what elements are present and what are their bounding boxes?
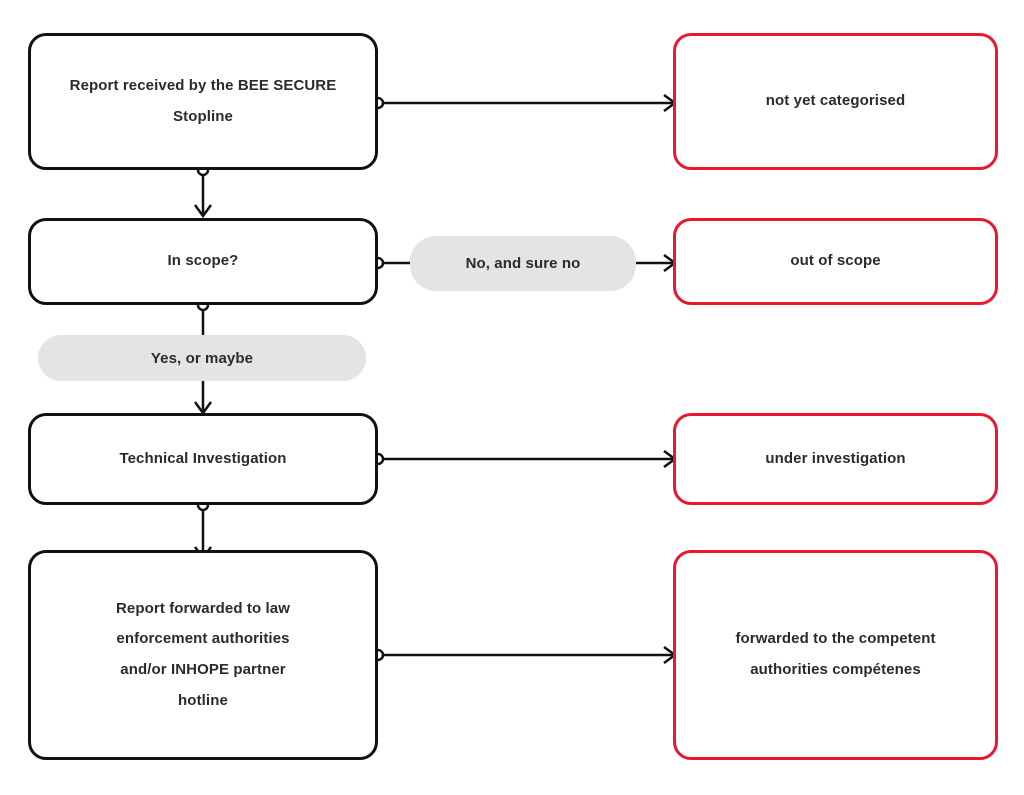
edge-label-text: No, and sure no [465, 255, 581, 272]
node-out-of-scope[interactable]: out of scope [673, 218, 998, 305]
node-technical-investigation[interactable]: Technical Investigation [28, 413, 378, 505]
node-label-line: under investigation [765, 449, 906, 467]
node-not-yet-categorised[interactable]: not yet categorised [673, 33, 998, 170]
node-label-line: Report received by the BEE SECURE [69, 76, 337, 94]
node-report-forwarded[interactable]: Report forwarded to law enforcement auth… [28, 550, 378, 760]
node-label-line: Report forwarded to law [116, 599, 290, 617]
node-label-line: not yet categorised [765, 92, 906, 110]
edge-report-forwarded-to-forwarded-competent [370, 640, 690, 670]
node-under-investigation[interactable]: under investigation [673, 413, 998, 505]
node-label-line: authorities compétenes [750, 661, 921, 678]
node-label-line: and/or INHOPE partner [120, 661, 286, 678]
edge-technical-investigation-to-under-investigation [370, 444, 690, 474]
edge-label-no-and-sure-no: No, and sure no [410, 236, 636, 291]
edge-label-text: Yes, or maybe [150, 349, 254, 367]
node-label-line: out of scope [790, 252, 881, 270]
node-label-line: Stopline [173, 107, 233, 125]
node-in-scope[interactable]: In scope? [28, 218, 378, 305]
node-label-line: forwarded to the competent [735, 630, 936, 648]
node-label: In scope? [150, 246, 257, 277]
node-label-line: hotline [178, 691, 228, 709]
node-report-received[interactable]: Report received by the BEE SECURE Stopli… [28, 33, 378, 170]
node-label-line: enforcement authorities [116, 630, 290, 648]
node-label: Report received by the BEE SECURE Stopli… [52, 71, 355, 133]
node-label: not yet categorised [748, 86, 923, 117]
node-forwarded-competent[interactable]: forwarded to the competent authorities c… [673, 550, 998, 760]
edge-report-received-to-in-scope [188, 162, 218, 224]
node-label-line: Technical Investigation [119, 449, 287, 467]
edge-report-received-to-not-yet-categorised [370, 88, 690, 118]
node-label: out of scope [772, 246, 898, 277]
node-label: Report forwarded to law enforcement auth… [98, 594, 308, 717]
edge-label-yes-or-maybe: Yes, or maybe [38, 335, 366, 381]
node-label: forwarded to the competent authorities c… [717, 624, 953, 686]
node-label-line: In scope? [167, 252, 239, 270]
node-label: under investigation [747, 444, 923, 475]
node-label: Technical Investigation [101, 444, 304, 475]
